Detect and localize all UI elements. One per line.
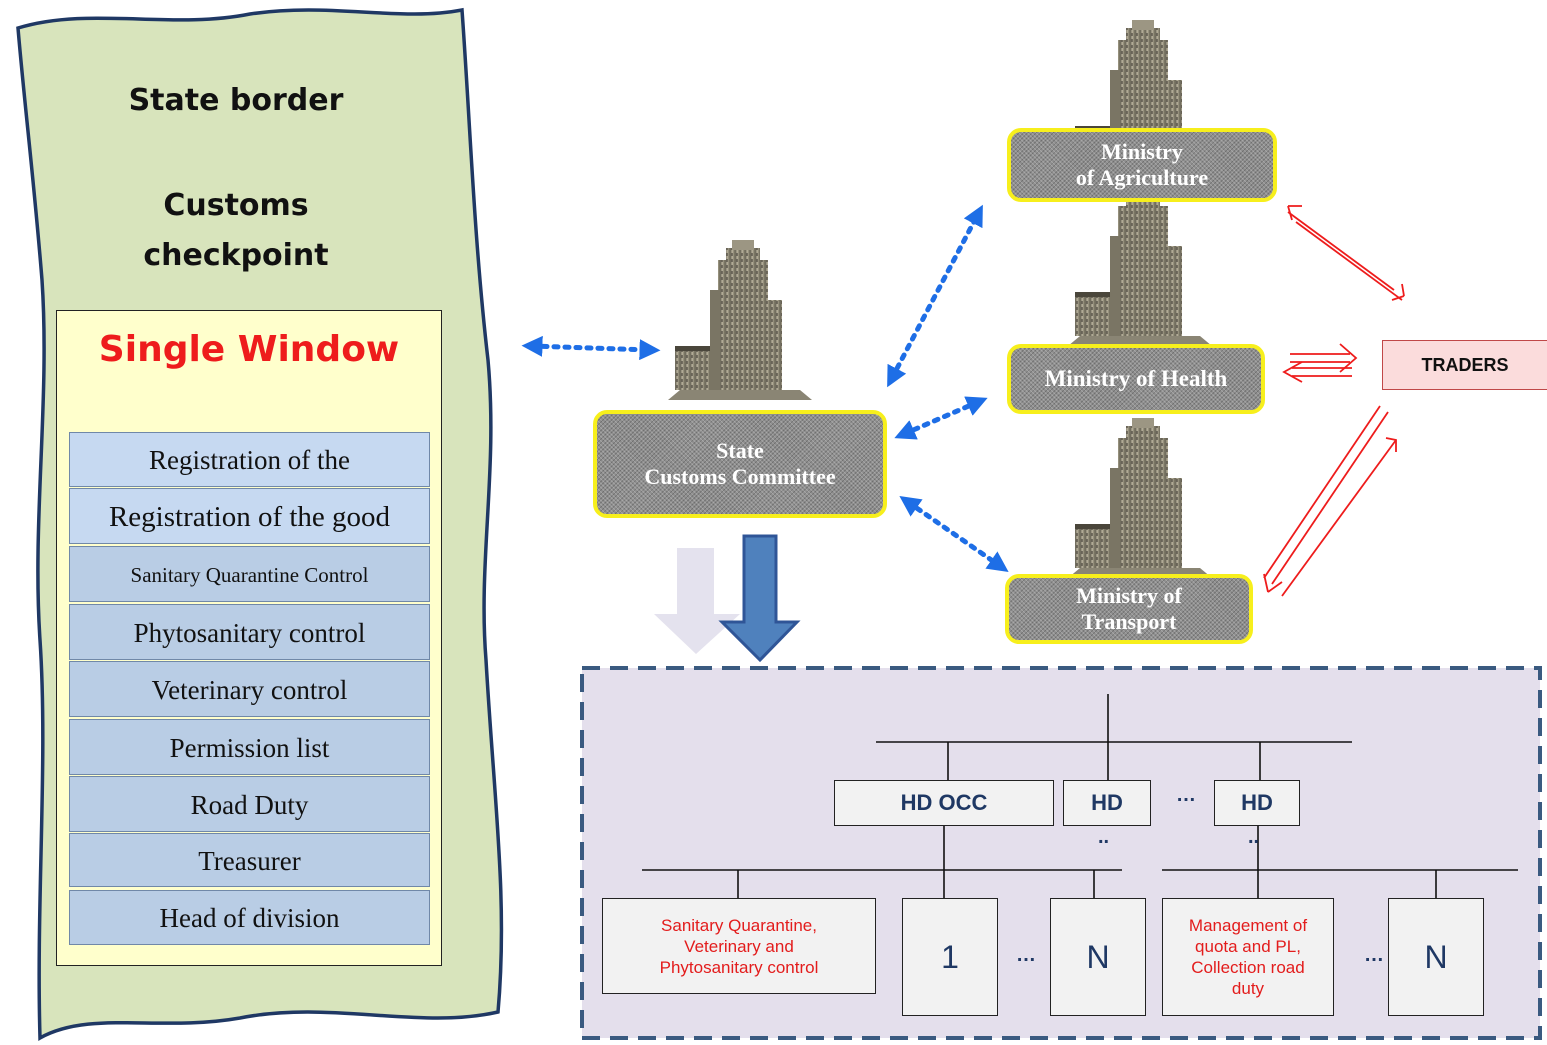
- customs-checkpoint-line2: checkpoint: [143, 238, 329, 273]
- process-item: Road Duty: [69, 776, 430, 832]
- process-item: Permission list: [69, 719, 430, 775]
- red-arrows-transport: [1263, 405, 1397, 597]
- unit-quota-box: Management of quota and PL, Collection r…: [1162, 898, 1334, 1016]
- hd-occ-box: HD OCC: [834, 780, 1054, 826]
- dotted-arrow-customs-health: [894, 396, 988, 440]
- customs-checkpoint-line1: Customs: [163, 188, 309, 223]
- single-window-title: Single Window: [98, 329, 400, 370]
- ministry-health-label: Ministry of Health: [1007, 344, 1265, 414]
- process-item: Veterinary control: [69, 661, 430, 717]
- unit-n2-box: N: [1388, 898, 1484, 1016]
- building-health-icon: [1068, 186, 1212, 346]
- dotted-arrow-customs-transport: [899, 496, 1009, 572]
- building-customs-icon: [668, 240, 812, 400]
- dotted-arrow-customs-agriculture: [887, 204, 983, 388]
- process-item: Phytosanitary control: [69, 604, 430, 660]
- dotted-arrow-window-customs: [521, 335, 661, 361]
- faded-down-arrow: [654, 548, 740, 654]
- state-border-title: State border: [128, 83, 344, 118]
- process-item: Registration of the: [69, 432, 430, 487]
- process-item: Treasurer: [69, 833, 430, 887]
- unit-sanitary-box: Sanitary Quarantine, Veterinary and Phyt…: [602, 898, 876, 994]
- red-arrows-agriculture: [1287, 205, 1405, 301]
- hd-box-2: HD: [1063, 780, 1151, 826]
- traders-box: TRADERS: [1382, 340, 1547, 390]
- single-window-panel: Single Window Registration of the Regist…: [56, 310, 442, 966]
- process-item: Registration of the good: [69, 488, 430, 544]
- down-arrow: [718, 534, 801, 663]
- unit-dots-1: …: [1016, 944, 1036, 966]
- red-arrows-health: [1282, 343, 1358, 383]
- unit-n1-box: N: [1050, 898, 1146, 1016]
- hd-mid-dots: …: [1176, 784, 1196, 806]
- hd-2-dots: ..: [1098, 826, 1110, 848]
- unit-dots-2: …: [1364, 944, 1384, 966]
- building-transport-icon: [1068, 418, 1212, 578]
- process-item: Sanitary Quarantine Control: [69, 546, 430, 602]
- process-item: Head of division: [69, 890, 430, 945]
- hd-3-dots: ..: [1248, 826, 1260, 848]
- hd-box-3: HD: [1214, 780, 1300, 826]
- org-connectors: [642, 694, 1518, 898]
- unit-1-box: 1: [902, 898, 998, 1016]
